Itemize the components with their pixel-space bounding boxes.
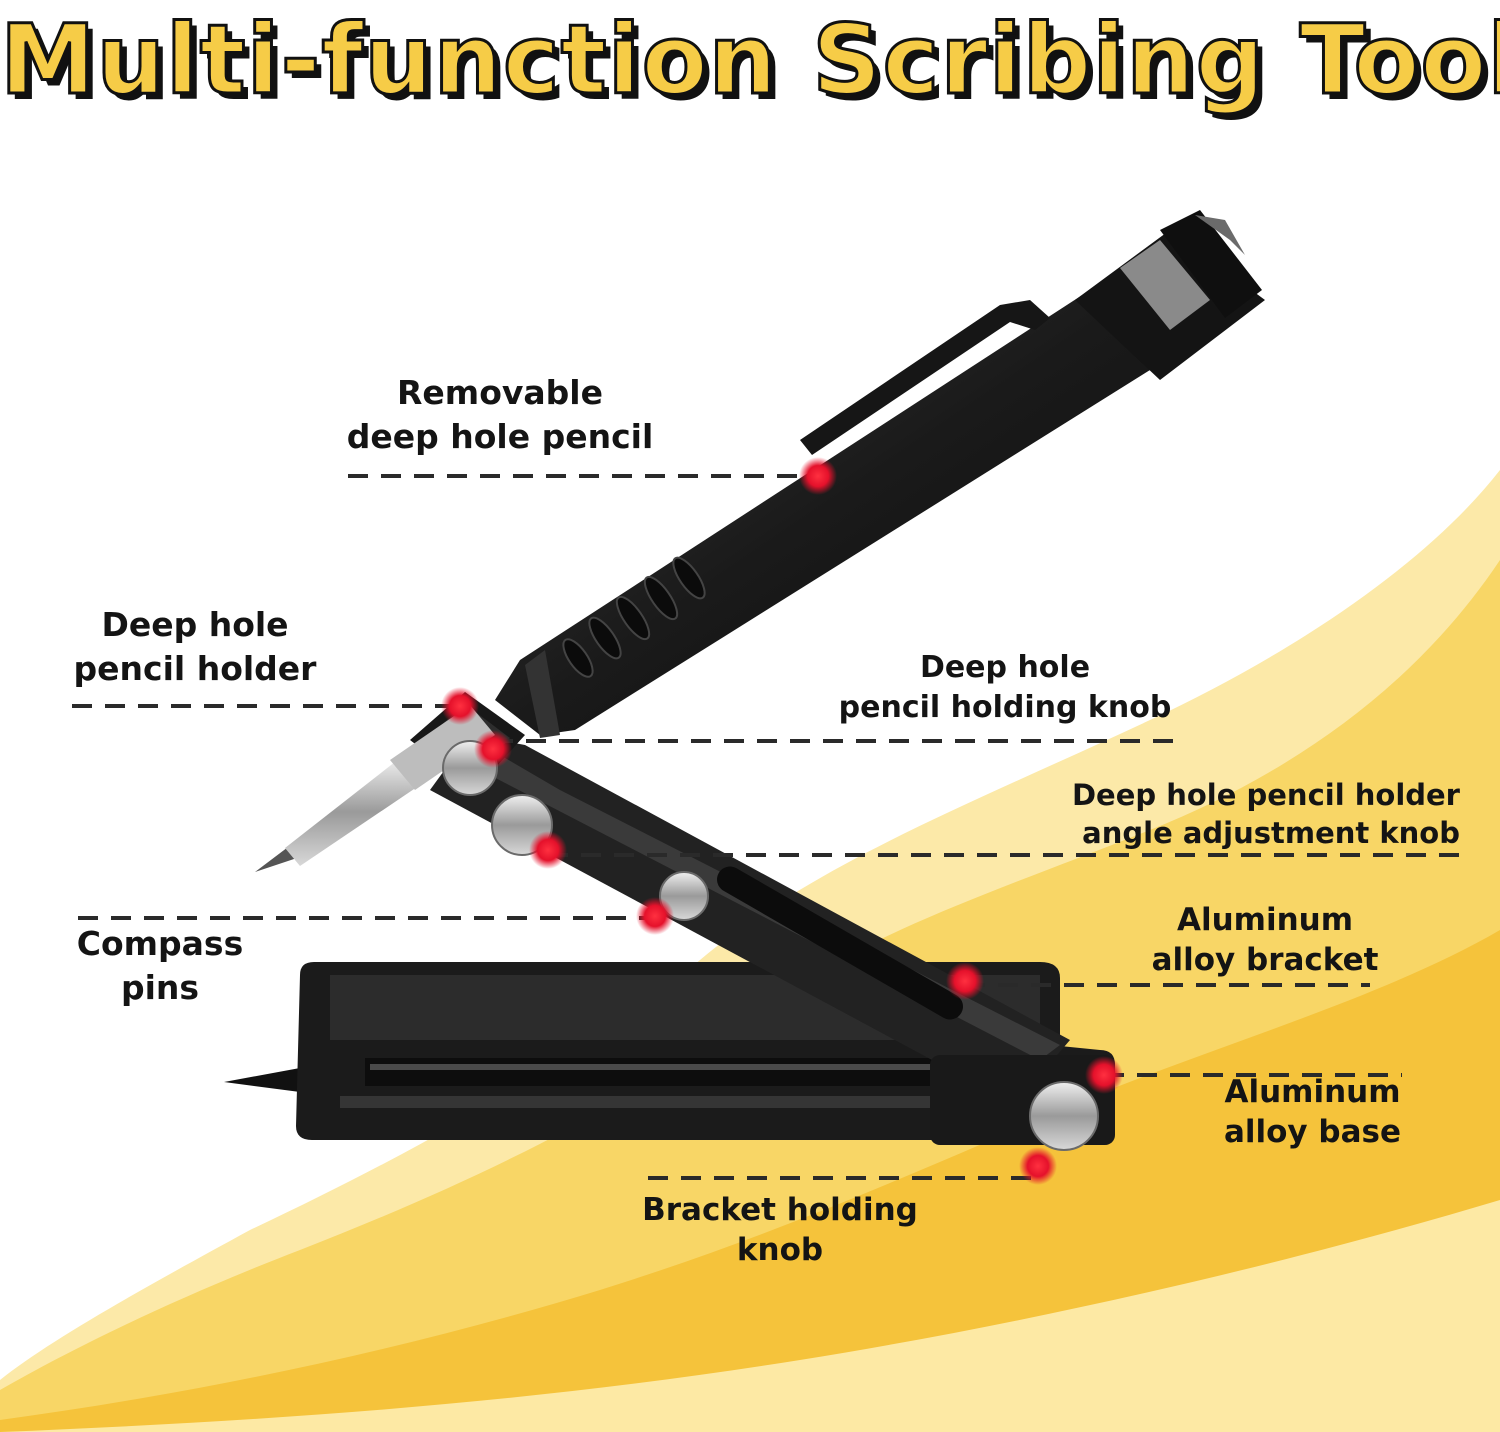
leader-lines bbox=[72, 474, 1460, 1180]
label-line: Aluminum bbox=[1176, 902, 1354, 938]
label-removable-pencil: Removable deep hole pencil bbox=[330, 371, 670, 459]
marker-alloy-bracket bbox=[946, 962, 984, 1000]
marker-angle-knob bbox=[529, 831, 567, 869]
marker-pencil-holder bbox=[441, 687, 479, 725]
page-title: Multi-function Scribing Tool bbox=[0, 3, 1500, 118]
label-line: Deep hole bbox=[101, 605, 289, 644]
label-pencil-holder: Deep hole pencil holder bbox=[50, 603, 340, 691]
label-line: pencil holding knob bbox=[838, 690, 1172, 725]
label-line: Deep hole pencil holder bbox=[1071, 778, 1460, 812]
marker-holding-knob bbox=[474, 730, 512, 768]
label-line: pencil holder bbox=[73, 649, 317, 688]
label-line: Aluminum bbox=[1224, 1074, 1401, 1110]
deep-hole-pencil bbox=[255, 210, 1265, 872]
marker-removable-pencil bbox=[799, 457, 837, 495]
label-line: pins bbox=[120, 968, 200, 1007]
label-line: deep hole pencil bbox=[346, 417, 654, 456]
aluminum-alloy-bracket bbox=[430, 735, 1115, 1145]
marker-bracket-knob bbox=[1019, 1147, 1057, 1185]
label-alloy-bracket: Aluminum alloy bracket bbox=[1135, 900, 1395, 980]
label-line: angle adjustment knob bbox=[1082, 816, 1460, 850]
red-markers bbox=[441, 457, 1123, 1185]
label-bracket-knob: Bracket holding knob bbox=[625, 1190, 935, 1270]
label-line: alloy bracket bbox=[1151, 942, 1379, 978]
label-line: alloy base bbox=[1223, 1114, 1402, 1150]
label-angle-knob: Deep hole pencil holder angle adjustment… bbox=[1050, 776, 1460, 852]
label-line: Deep hole bbox=[919, 650, 1091, 685]
label-line: Compass bbox=[76, 924, 244, 963]
label-compass-pins: Compass pins bbox=[55, 922, 265, 1010]
label-line: Bracket holding bbox=[642, 1192, 918, 1228]
marker-alloy-base bbox=[1085, 1056, 1123, 1094]
label-line: Removable bbox=[397, 373, 603, 412]
label-line: knob bbox=[736, 1232, 824, 1268]
marker-compass-pins bbox=[636, 897, 674, 935]
label-holding-knob: Deep hole pencil holding knob bbox=[825, 648, 1185, 728]
label-alloy-base: Aluminum alloy base bbox=[1200, 1072, 1425, 1152]
bracket-holding-knob bbox=[1029, 1081, 1099, 1151]
